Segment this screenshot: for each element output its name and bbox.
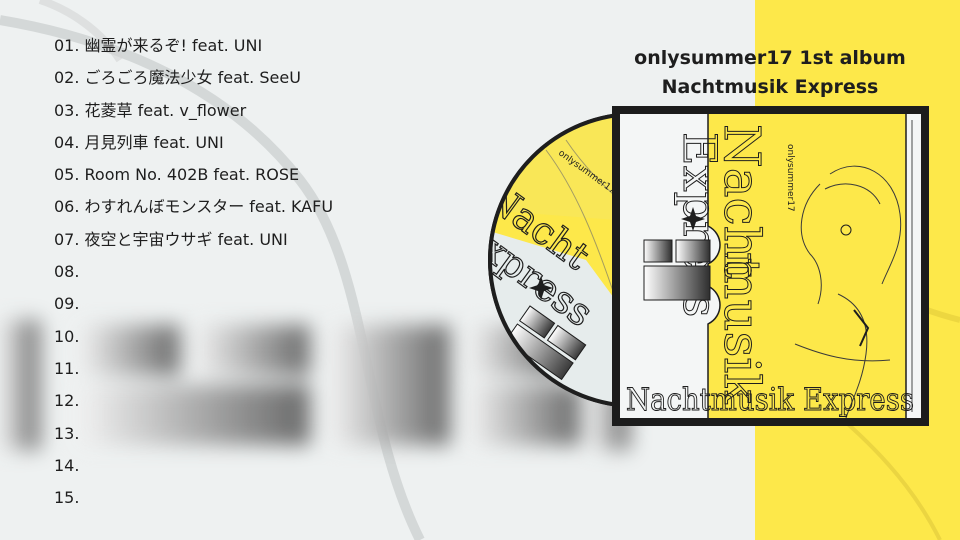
cover-title-vertical-2: musik	[713, 252, 771, 404]
track-item: 12.	[54, 391, 80, 411]
album-cover: Nacht musik Express onlysummer17 Nachtmu…	[612, 106, 929, 426]
track-item: 15.	[54, 488, 80, 508]
track-item: 04. 月見列車 feat. UNI	[54, 132, 224, 152]
cover-yellow-ticket-shape	[708, 114, 906, 418]
cover-character-line	[800, 183, 822, 305]
cover-title-banner: Nachtmusik Express	[626, 382, 914, 418]
track-item: 05. Room No. 402B feat. ROSE	[54, 165, 300, 185]
sparkle-icon	[681, 207, 705, 231]
album-title-line: Nachtmusik Express	[661, 76, 879, 98]
track-item: 09.	[54, 294, 80, 314]
track-item: 08.	[54, 262, 80, 282]
track-item: 06. わすれんぼモンスター feat. KAFU	[54, 197, 334, 217]
track-item: 14.	[54, 455, 80, 475]
cover-title-vertical-1: Nacht	[713, 124, 771, 278]
track-item: 11.	[54, 358, 80, 378]
track-item: 13.	[54, 423, 80, 443]
album-artist-line: onlysummer17 1st album	[634, 47, 906, 69]
cover-artist: onlysummer17	[785, 144, 795, 212]
track-item: 03. 花菱草 feat. v_flower	[54, 100, 247, 120]
album-info: onlysummer17 1st album Nachtmusik Expres…	[625, 44, 915, 102]
track-item: 01. 幽霊が来るぞ! feat. UNI	[54, 36, 263, 55]
track-item: 02. ごろごろ魔法少女 feat. SeeU	[54, 68, 301, 88]
track-list: 01. 幽霊が来るぞ! feat. UNI 02. ごろごろ魔法少女 feat.…	[54, 30, 333, 514]
cover-gradient-blocks	[643, 239, 711, 301]
track-item: 10.	[54, 326, 80, 346]
track-item: 07. 夜空と宇宙ウサギ feat. UNI	[54, 229, 288, 249]
